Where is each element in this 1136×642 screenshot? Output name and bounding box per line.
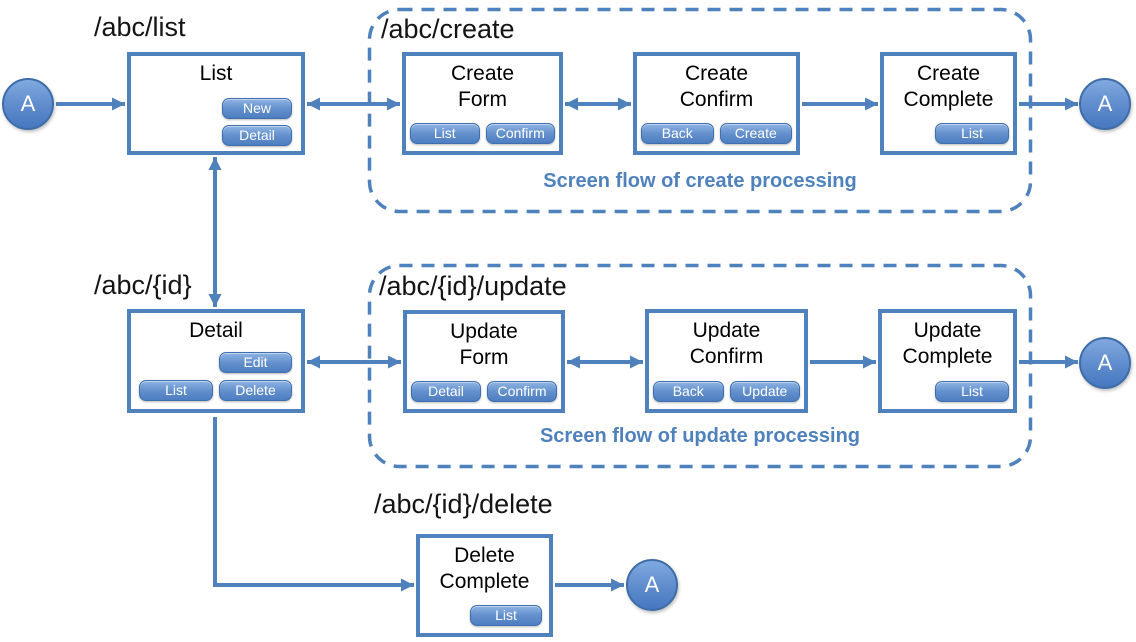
list-detail-button[interactable]: Detail (222, 125, 292, 146)
delete-end-node-a: A (626, 559, 678, 611)
update-form-confirm-button[interactable]: Confirm (487, 381, 557, 402)
screen-detail: Detail Edit List Delete (127, 309, 305, 413)
screen-create-complete: Create Complete List (880, 52, 1017, 155)
screen-update-confirm-title: Update Confirm (689, 319, 764, 368)
screen-create-confirm: Create Confirm Back Create (633, 52, 800, 155)
update-complete-list-button[interactable]: List (935, 381, 1009, 402)
create-confirm-create-button[interactable]: Create (719, 123, 792, 144)
button-row: Back Update (653, 381, 800, 402)
button-row: List Confirm (410, 123, 555, 144)
path-label-list: /abc/list (94, 12, 186, 42)
detail-edit-button[interactable]: Edit (219, 352, 292, 373)
create-flow-caption: Screen flow of create processing (543, 170, 857, 192)
screen-create-form-title: Create Form (450, 62, 515, 111)
update-flow-caption: Screen flow of update processing (539, 425, 861, 447)
screen-update-confirm: Update Confirm Back Update (645, 309, 808, 413)
update-end-node-a: A (1079, 337, 1131, 389)
screen-create-form: Create Form List Confirm (402, 52, 563, 155)
screen-create-complete-title: Create Complete (903, 62, 994, 111)
screen-update-form-title: Update Form (450, 320, 518, 369)
button-row: Detail Confirm (411, 381, 557, 402)
update-confirm-back-button[interactable]: Back (653, 381, 724, 402)
create-confirm-back-button[interactable]: Back (641, 123, 714, 144)
update-form-detail-button[interactable]: Detail (411, 381, 481, 402)
screen-update-complete-title: Update Complete (902, 319, 993, 368)
list-new-button[interactable]: New (222, 98, 292, 119)
path-label-create: /abc/create (381, 14, 515, 44)
screen-create-confirm-title: Create Confirm (679, 62, 754, 111)
create-form-list-button[interactable]: List (410, 123, 480, 144)
screen-delete-complete-title: Delete Complete (439, 544, 530, 593)
screen-detail-title: Detail (189, 319, 243, 342)
path-label-id: /abc/{id} (94, 270, 192, 300)
create-complete-list-button[interactable]: List (935, 123, 1009, 144)
screen-update-form: Update Form Detail Confirm (403, 310, 565, 413)
screen-delete-complete: Delete Complete List (416, 534, 553, 637)
start-node-a: A (2, 78, 54, 130)
screen-list-title: List (199, 62, 233, 85)
update-confirm-update-button[interactable]: Update (729, 381, 800, 402)
arrow-detail-deletecomplete (213, 417, 414, 592)
screen-list: List New Detail (127, 52, 305, 155)
detail-list-button[interactable]: List (139, 380, 213, 401)
create-form-confirm-button[interactable]: Confirm (485, 123, 555, 144)
button-row: Back Create (641, 123, 792, 144)
path-label-delete: /abc/{id}/delete (374, 489, 553, 519)
create-end-node-a: A (1079, 78, 1131, 130)
screen-update-complete: Update Complete List (878, 309, 1017, 413)
path-label-update: /abc/{id}/update (379, 271, 567, 301)
delete-complete-list-button[interactable]: List (470, 605, 542, 626)
detail-delete-button[interactable]: Delete (219, 380, 292, 401)
